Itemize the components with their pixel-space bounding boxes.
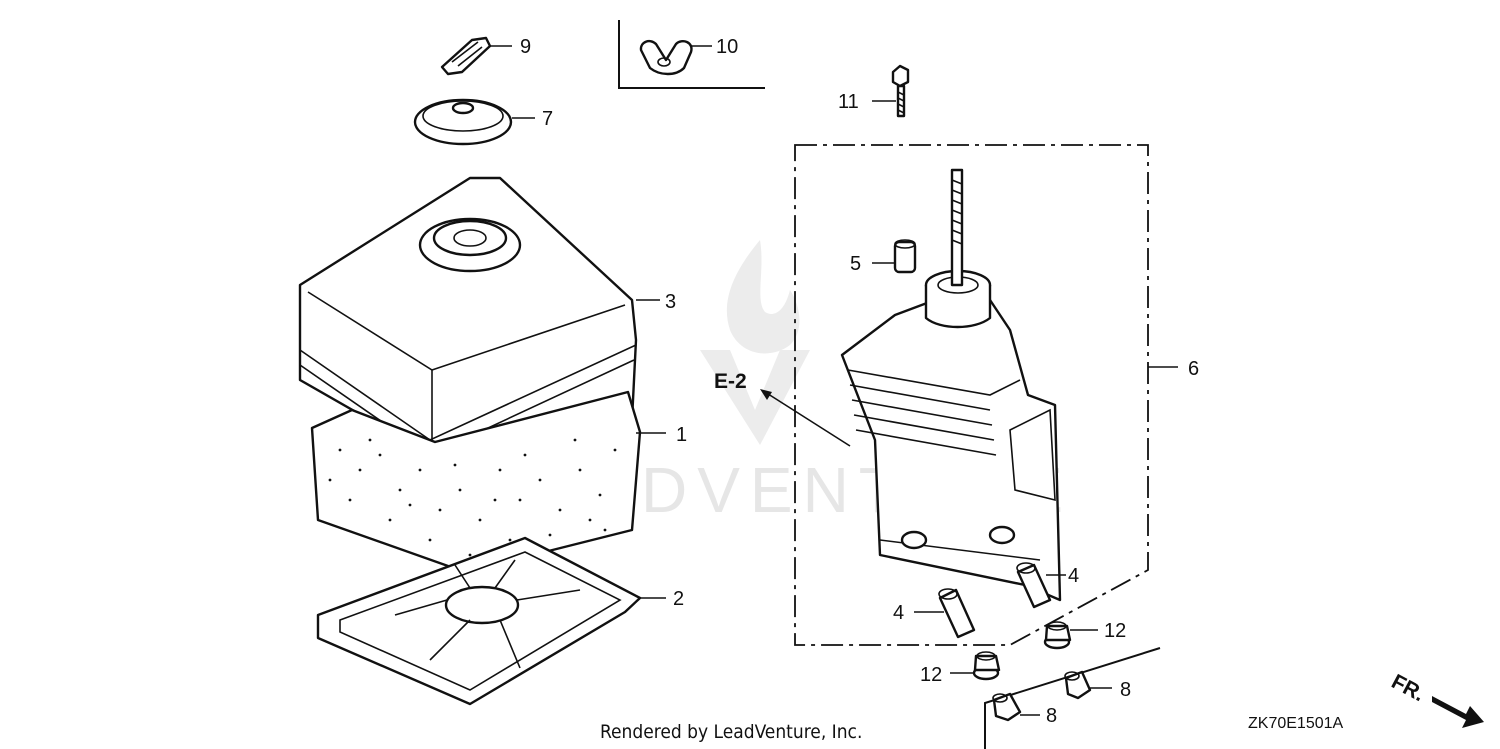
callout-12-upper: 12 xyxy=(1104,620,1126,642)
diagram-code: ZK70E1501A xyxy=(1248,715,1344,732)
callout-12-lower: 12 xyxy=(920,664,942,686)
nuts-bracket xyxy=(984,647,1161,749)
callout-6: 6 xyxy=(1188,358,1199,380)
front-direction-arrow-icon xyxy=(1432,696,1484,728)
callout-8-left: 8 xyxy=(1046,705,1057,727)
front-direction-label: FR. xyxy=(1388,670,1429,706)
part-8-cap-nut-left xyxy=(992,692,1040,722)
part-6-case xyxy=(840,168,1062,602)
part-8-cap-nut-right xyxy=(1064,670,1112,700)
part-10-wing-nut xyxy=(618,20,765,89)
callout-9: 9 xyxy=(520,36,531,58)
footer-credit: Rendered by LeadVenture, Inc. xyxy=(600,721,862,743)
e2-label: E-2 xyxy=(714,370,747,393)
callout-2: 2 xyxy=(673,588,684,610)
part-4-tube-right xyxy=(1016,562,1066,609)
part-11-bolt xyxy=(872,64,910,118)
part-12-nut-lower xyxy=(950,651,1001,681)
callout-4-left: 4 xyxy=(893,602,904,624)
callout-3: 3 xyxy=(665,291,676,313)
part-1-foam-element xyxy=(310,390,666,574)
callout-7: 7 xyxy=(542,108,553,130)
part-4-tube-left xyxy=(914,588,976,639)
part-6-group-boundary xyxy=(794,144,1178,646)
part-12-nut-upper xyxy=(1043,621,1098,650)
flame-v-logo xyxy=(700,240,810,445)
callout-5: 5 xyxy=(850,253,861,275)
e2-reference-arrow xyxy=(760,389,851,447)
callout-4-right: 4 xyxy=(1068,565,1079,587)
callout-11: 11 xyxy=(838,91,859,113)
callout-8-right: 8 xyxy=(1120,679,1131,701)
part-2-grid-plate xyxy=(316,536,666,706)
part-5-collar xyxy=(872,239,917,274)
part-9-clip xyxy=(440,36,512,76)
part-7-washer xyxy=(413,98,535,146)
callout-1: 1 xyxy=(676,424,687,446)
callout-10: 10 xyxy=(716,36,738,58)
